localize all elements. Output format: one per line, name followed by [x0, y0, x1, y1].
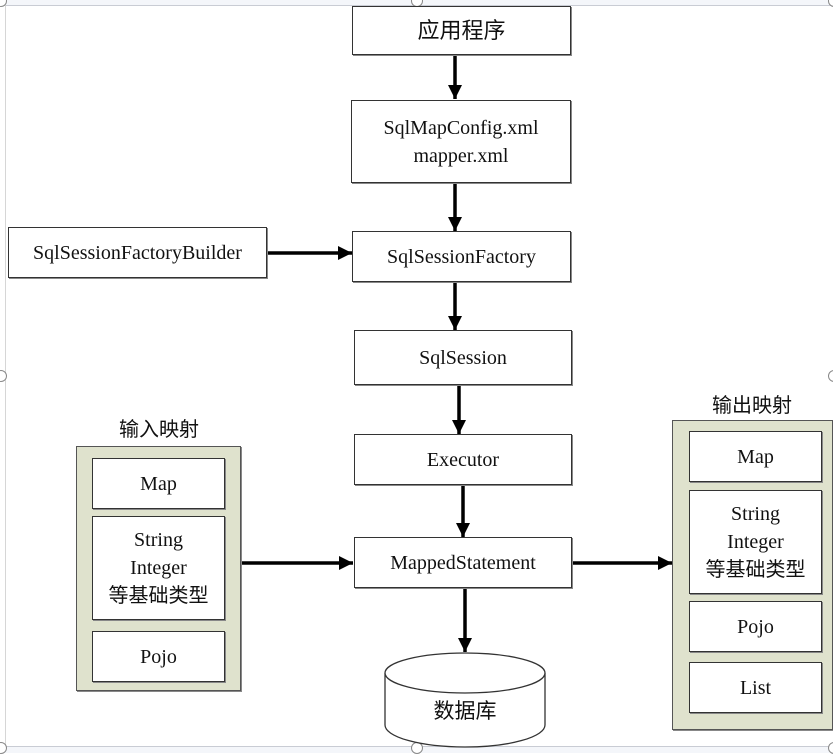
node-session-factory[interactable]: SqlSessionFactory [352, 231, 571, 282]
input-mapping-item-basic-types[interactable]: String Integer 等基础类型 [92, 516, 225, 620]
node-mapped-statement-label: MappedStatement [390, 551, 536, 574]
node-executor[interactable]: Executor [354, 434, 572, 485]
node-application-label: 应用程序 [417, 17, 506, 43]
node-executor-label: Executor [426, 448, 500, 471]
node-config-line1: SqlMapConfig.xml [383, 116, 539, 139]
input-item-label: Pojo [140, 645, 177, 668]
output-item-label: Pojo [737, 615, 774, 638]
input-item-label: Map [140, 472, 177, 495]
input-mapping-title: 输入映射 [119, 419, 199, 441]
output-item-label: 等基础类型 [705, 559, 806, 581]
node-builder-label: SqlSessionFactoryBuilder [33, 241, 242, 264]
node-sql-session[interactable]: SqlSession [354, 330, 572, 385]
input-item-label: 等基础类型 [108, 585, 209, 607]
node-config-line2: mapper.xml [413, 144, 509, 167]
output-mapping-item-list[interactable]: List [689, 662, 822, 713]
node-session-factory-builder[interactable]: SqlSessionFactoryBuilder [8, 227, 267, 278]
output-mapping-item-basic-types[interactable]: String Integer 等基础类型 [689, 490, 822, 594]
input-mapping-item-map[interactable]: Map [92, 458, 225, 509]
node-application[interactable]: 应用程序 [352, 6, 571, 55]
node-config-files[interactable]: SqlMapConfig.xml mapper.xml [351, 100, 571, 183]
output-mapping-title: 输出映射 [712, 395, 792, 417]
output-item-label: List [739, 676, 772, 699]
input-item-label: String [134, 529, 183, 551]
output-mapping-item-map[interactable]: Map [689, 431, 822, 482]
node-session-label: SqlSession [419, 346, 507, 369]
output-item-label: Integer [727, 531, 784, 553]
output-mapping-item-pojo[interactable]: Pojo [689, 601, 822, 652]
node-mapped-statement[interactable]: MappedStatement [354, 537, 572, 588]
node-database-label: 数据库 [433, 699, 497, 723]
output-item-label: Map [737, 445, 774, 468]
node-factory-label: SqlSessionFactory [387, 245, 536, 268]
input-mapping-item-pojo[interactable]: Pojo [92, 631, 225, 682]
input-item-label: Integer [130, 557, 187, 579]
output-item-label: String [731, 503, 780, 525]
database-cylinder [384, 652, 546, 748]
